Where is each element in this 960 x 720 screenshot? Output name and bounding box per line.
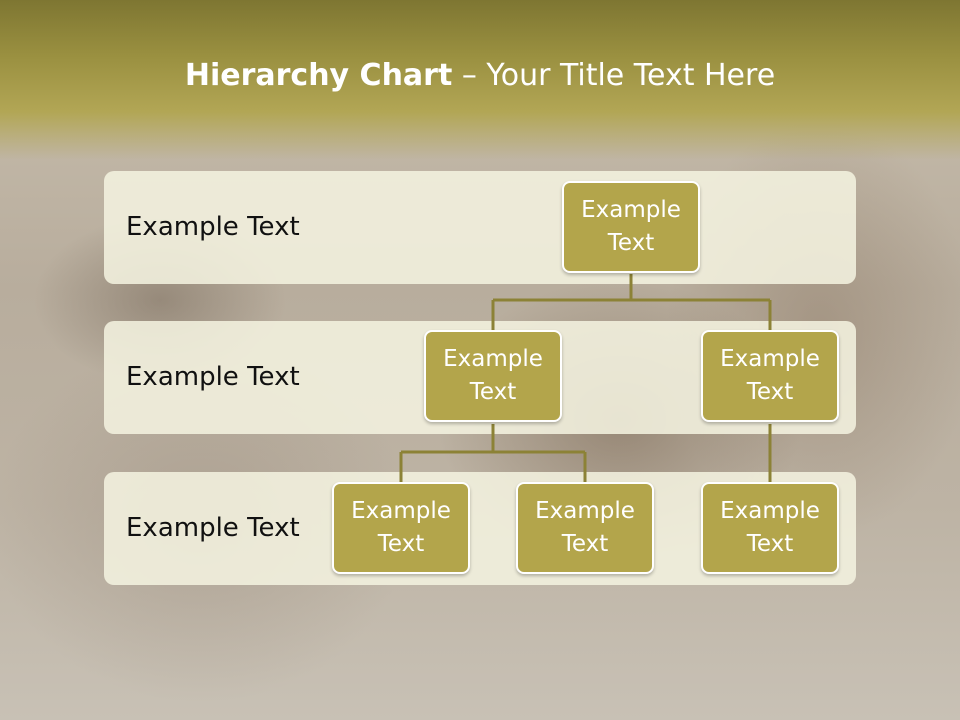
connector-root-to-level2	[491, 274, 772, 330]
level-label-1: Example Text	[126, 212, 300, 242]
slide-title: Hierarchy Chart – Your Title Text Here	[0, 58, 960, 93]
level-label-3: Example Text	[126, 513, 300, 543]
connector-left-to-level3	[399, 424, 587, 482]
title-rest: – Your Title Text Here	[452, 58, 776, 93]
node-level2-right[interactable]: Example Text	[701, 330, 839, 422]
title-bold: Hierarchy Chart	[184, 58, 453, 93]
node-root[interactable]: Example Text	[562, 181, 700, 273]
node-level3-a[interactable]: Example Text	[332, 482, 470, 574]
level-label-2: Example Text	[126, 362, 300, 392]
node-level3-b[interactable]: Example Text	[516, 482, 654, 574]
title-bar	[0, 0, 960, 160]
node-level2-left[interactable]: Example Text	[424, 330, 562, 422]
node-level3-c[interactable]: Example Text	[701, 482, 839, 574]
level-band-1: Example Text	[104, 171, 856, 284]
